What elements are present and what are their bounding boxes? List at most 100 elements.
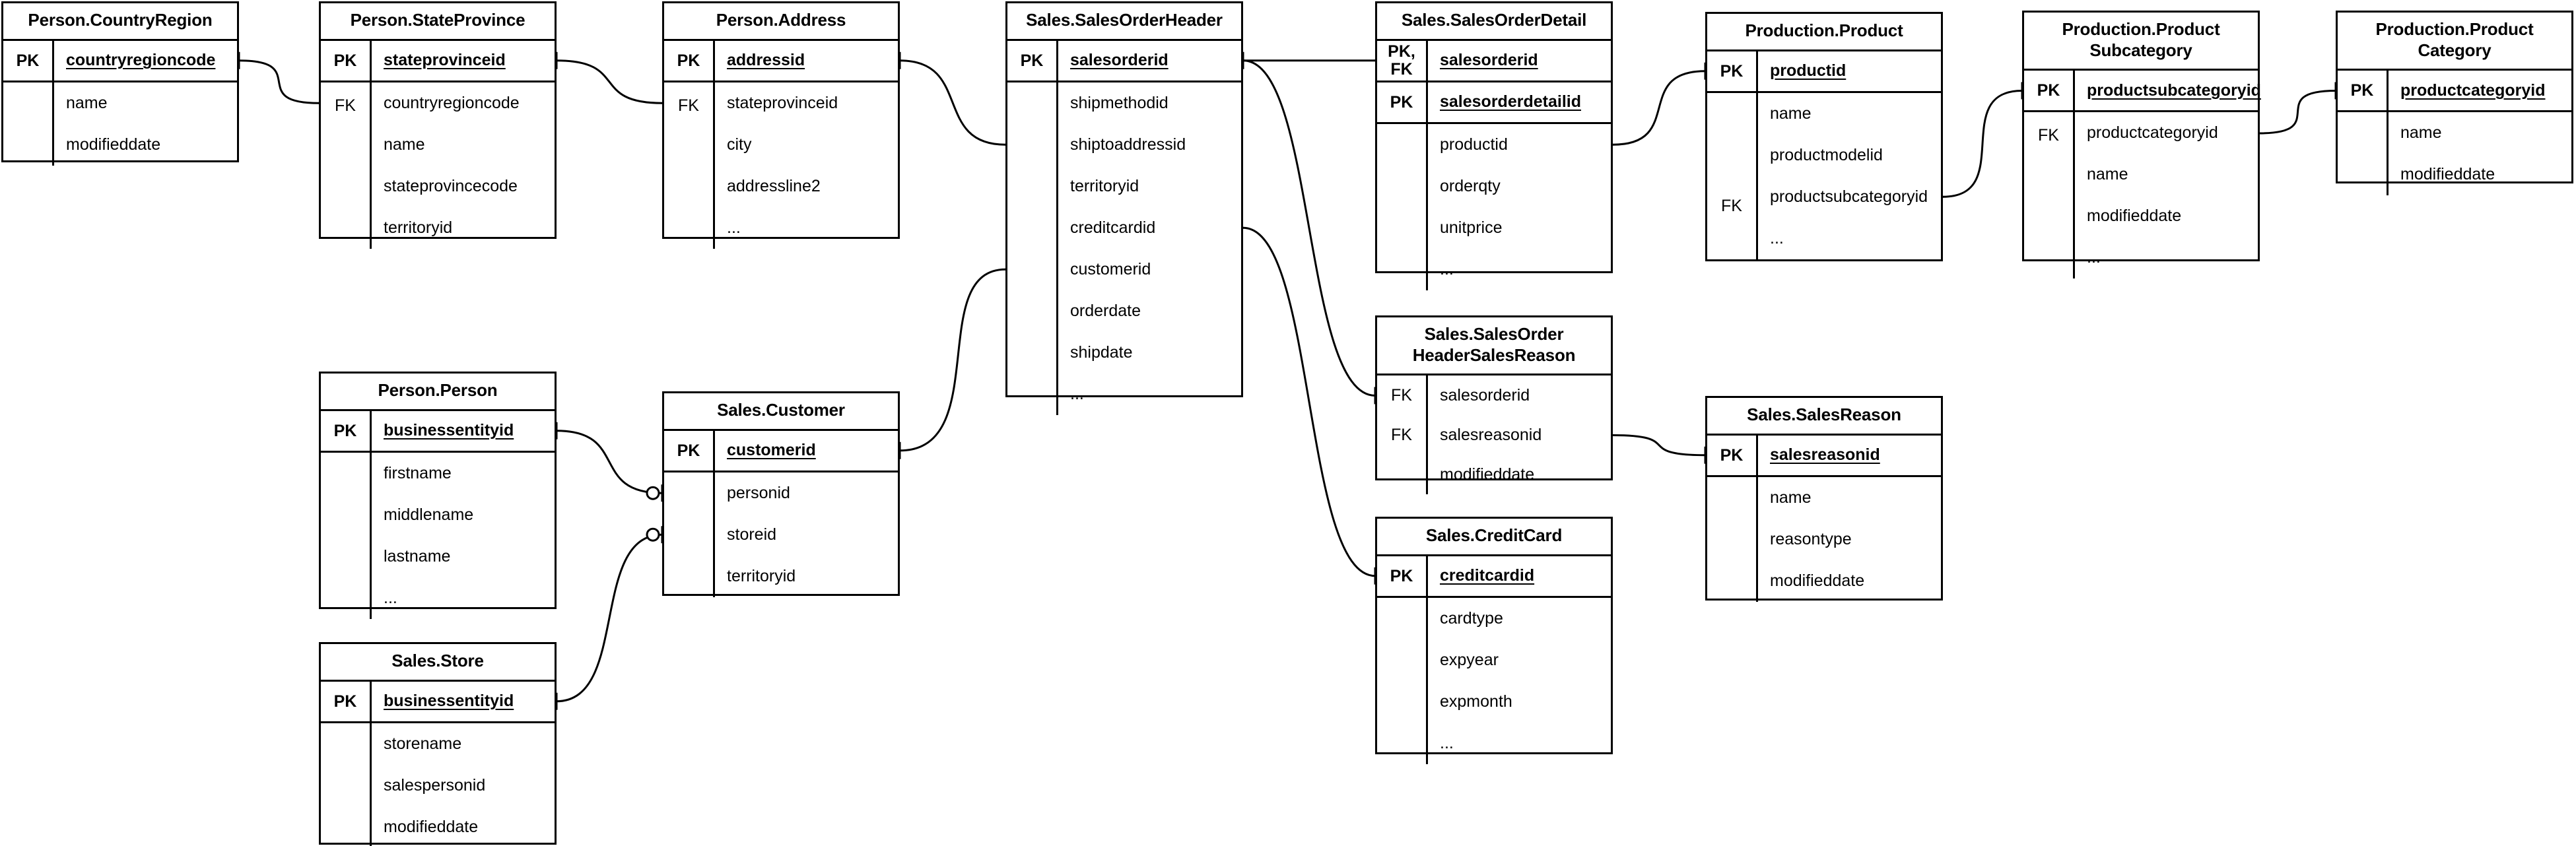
key-label: FK [1707, 92, 1758, 259]
attribute-name: name [66, 93, 108, 112]
entity-title: Person.Address [664, 3, 898, 41]
relationship-line [899, 59, 1006, 146]
entity-title: Sales.Store [321, 644, 555, 682]
attribute-name: ... [727, 218, 741, 237]
attribute-name: territoryid [1070, 176, 1139, 195]
entity-title: Sales.SalesReason [1707, 398, 1941, 436]
key-label: FK [1377, 375, 1428, 416]
attribute-name: ... [2087, 248, 2101, 267]
relationship-line [2259, 89, 2336, 135]
key-label [1377, 123, 1428, 290]
key-label-part: FK [678, 96, 699, 115]
key-label-part: FK [335, 96, 356, 115]
entity-title: Sales.SalesOrderHeader [1007, 3, 1241, 41]
attribute-name: businessentityid [384, 421, 514, 440]
attribute-name: businessentityid [384, 692, 514, 711]
entity-title-line: Sales.Customer [717, 400, 845, 420]
key-label: PK [321, 410, 372, 451]
entity-title-line: Sales.SalesOrder [1424, 324, 1564, 344]
key-label: PK [1007, 40, 1058, 81]
attribute-name: storename [384, 734, 462, 753]
relationship-line [556, 533, 663, 703]
key-label [1377, 455, 1428, 495]
relationship-line [1942, 89, 2023, 198]
attribute-name: unitprice [1440, 218, 1503, 237]
attribute-name: city [727, 135, 752, 154]
key-label: PK [3, 40, 54, 81]
key-label [321, 723, 372, 846]
attribute-name: countryregioncode [384, 93, 520, 112]
attribute-name: shiptoaddressid [1070, 135, 1186, 154]
entity-title-line: Sales.SalesOrderDetail [1401, 10, 1587, 30]
key-label-part: PK [677, 51, 700, 70]
cardinality-zero-or-one-marker [646, 526, 663, 544]
key-label: PK [664, 40, 715, 81]
relationship-line [556, 59, 663, 104]
attribute-name: productid [1770, 61, 1847, 81]
attribute-name: productcategoryid [2400, 81, 2546, 100]
attribute-name: territoryid [384, 218, 453, 237]
attribute-name: creditcardid [1070, 218, 1156, 237]
attribute-name: modifieddate [1770, 571, 1865, 590]
key-label [664, 472, 715, 597]
key-label [3, 82, 54, 166]
relationship-line [1242, 226, 1376, 577]
attribute-name: personid [727, 483, 790, 502]
key-label [1007, 82, 1058, 415]
key-label-part: PK [1720, 61, 1744, 81]
entity-title-line: Production.Product [1745, 20, 1903, 40]
entity-title: Production.Product [1707, 14, 1941, 51]
attribute-name: productid [1440, 135, 1508, 154]
key-label-part: PK [2037, 81, 2060, 100]
key-label: PK [1707, 435, 1758, 475]
key-label: PK [1707, 51, 1758, 91]
entity-title-line: Production.Product [2375, 19, 2534, 39]
key-label: FK [321, 82, 372, 249]
key-label: PK,FK [1377, 40, 1428, 81]
key-label: PK [1377, 82, 1428, 122]
attribute-name: addressline2 [727, 176, 821, 195]
attribute-name: name [1770, 488, 1812, 507]
attribute-name: salesreasonid [1440, 425, 1542, 444]
